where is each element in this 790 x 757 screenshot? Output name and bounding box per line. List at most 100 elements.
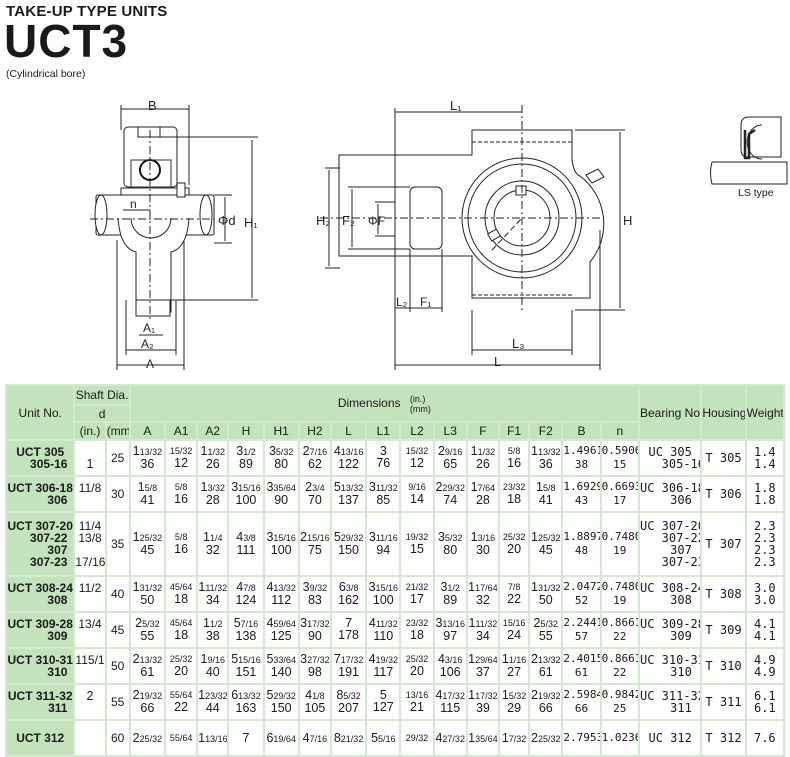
dim-f1-in: 5/8 (507, 446, 521, 456)
dim-b-mm: 57 (574, 630, 589, 643)
bearing-no: 307-22 (639, 531, 702, 545)
dim-h-mm: 138 (235, 628, 257, 643)
title-model: UCT3 (4, 15, 129, 67)
bearing-no-cell: UC 311-32 311 (637, 683, 703, 721)
dim-f1-in: 15/16 (502, 618, 526, 628)
shaft-dia-mm: 40 (104, 575, 131, 613)
header-dim-l3: L3 (432, 421, 468, 441)
bearing-no: UC 310-31 (639, 653, 702, 667)
dim-a1-mm: 16 (174, 492, 189, 506)
header-bearing-no: Bearing No. (637, 384, 703, 441)
dim-h2-mm: 62 (307, 456, 322, 471)
dim-a2-in: 111/32 (198, 579, 228, 594)
dim-l1-mm: 127 (372, 700, 394, 714)
dim-f2-mm: 36 (538, 456, 553, 471)
dim-label-a: A (146, 357, 154, 371)
dim-f1-mm: 24 (507, 628, 522, 642)
dim-cell-a2: 113/16 (196, 719, 230, 757)
dim-cell-f2: 225/32 (528, 719, 564, 757)
dim-f-mm: 39 (475, 700, 490, 715)
weight-value: 2.3 (753, 519, 776, 533)
shaft-dia-in (76, 594, 103, 606)
dim-l2-in: 25/32 (405, 654, 429, 664)
dim-n-in: 0.7480 (601, 580, 639, 593)
dim-l1-mm: 94 (376, 542, 391, 557)
dim-a2-mm: 32 (205, 542, 220, 557)
dim-f1-mm: 29 (507, 700, 522, 715)
dim-h-in: 613/32 (231, 687, 261, 702)
dim-n-in: 0.7480 (601, 530, 639, 543)
header-dim-l2: L2 (399, 421, 435, 441)
dim-a-mm: 41 (140, 492, 155, 507)
dim-l-mm: 162 (338, 592, 360, 607)
dim-b-mm: 43 (574, 494, 589, 507)
dim-l2-in: 21/32 (405, 582, 429, 592)
dim-label-h: H (623, 213, 632, 228)
dim-n-mm: 25 (613, 702, 627, 715)
bearing-no: UC 311-32 (639, 689, 702, 703)
unit-no: UCT 309-28 (7, 617, 73, 631)
dim-l3-in: 313/16 (435, 615, 465, 630)
dim-l-in: 7 (345, 616, 353, 630)
dim-a1-mm: 22 (174, 700, 189, 714)
dim-a-in: 219/32 (132, 687, 163, 702)
dim-l3-in: 31/2 (440, 579, 460, 594)
dim-l3-in: 29/16 (437, 443, 463, 458)
dim-f-in: 135/64 (468, 730, 498, 745)
weight-value: 6.1 (753, 689, 776, 703)
bearing-no-cell: UC 309-28 309 (637, 611, 703, 649)
dim-h-in: 47/8 (236, 579, 256, 594)
dim-f2-mm: 45 (538, 542, 553, 557)
unit-no: UCT 311-32 (7, 689, 73, 703)
bearing-no: UC 306-18 (639, 481, 702, 495)
shaft-dia-in (76, 666, 103, 678)
dim-l2-in: 15/32 (405, 446, 429, 456)
dim-l2-in: 13/16 (405, 690, 429, 700)
dim-cell-n: 1.0236 (599, 719, 640, 757)
dim-h1-in: 35/32 (268, 443, 294, 458)
dim-a1-mm: 20 (174, 664, 189, 678)
bearing-no-cell: UC 305 305-16 (637, 439, 703, 477)
technical-drawing: B n Φd H₁ A₁ A₂ A (90, 98, 788, 371)
bearing-no: UC 312 (648, 731, 692, 745)
dim-f-mm: 30 (475, 542, 490, 557)
housing-no: T 308 (700, 575, 747, 613)
dim-h-mm: 151 (235, 664, 257, 679)
dim-h-in: 31/2 (236, 443, 256, 458)
unit-no: UCT 308-24 (7, 581, 73, 595)
dim-l1-mm: 117 (373, 664, 394, 679)
shaft-dia-in: 17/16 (75, 555, 106, 569)
dim-a2-in: 113/16 (198, 730, 228, 745)
dim-a1-mm: 16 (174, 542, 189, 556)
dim-cell-l2: 29/32 (399, 719, 435, 757)
dim-l1-in: 311/16 (368, 529, 398, 544)
housing-no: T 312 (700, 719, 747, 757)
dim-label-h2: H₂ (316, 213, 330, 228)
dim-b-mm: 52 (574, 594, 589, 607)
